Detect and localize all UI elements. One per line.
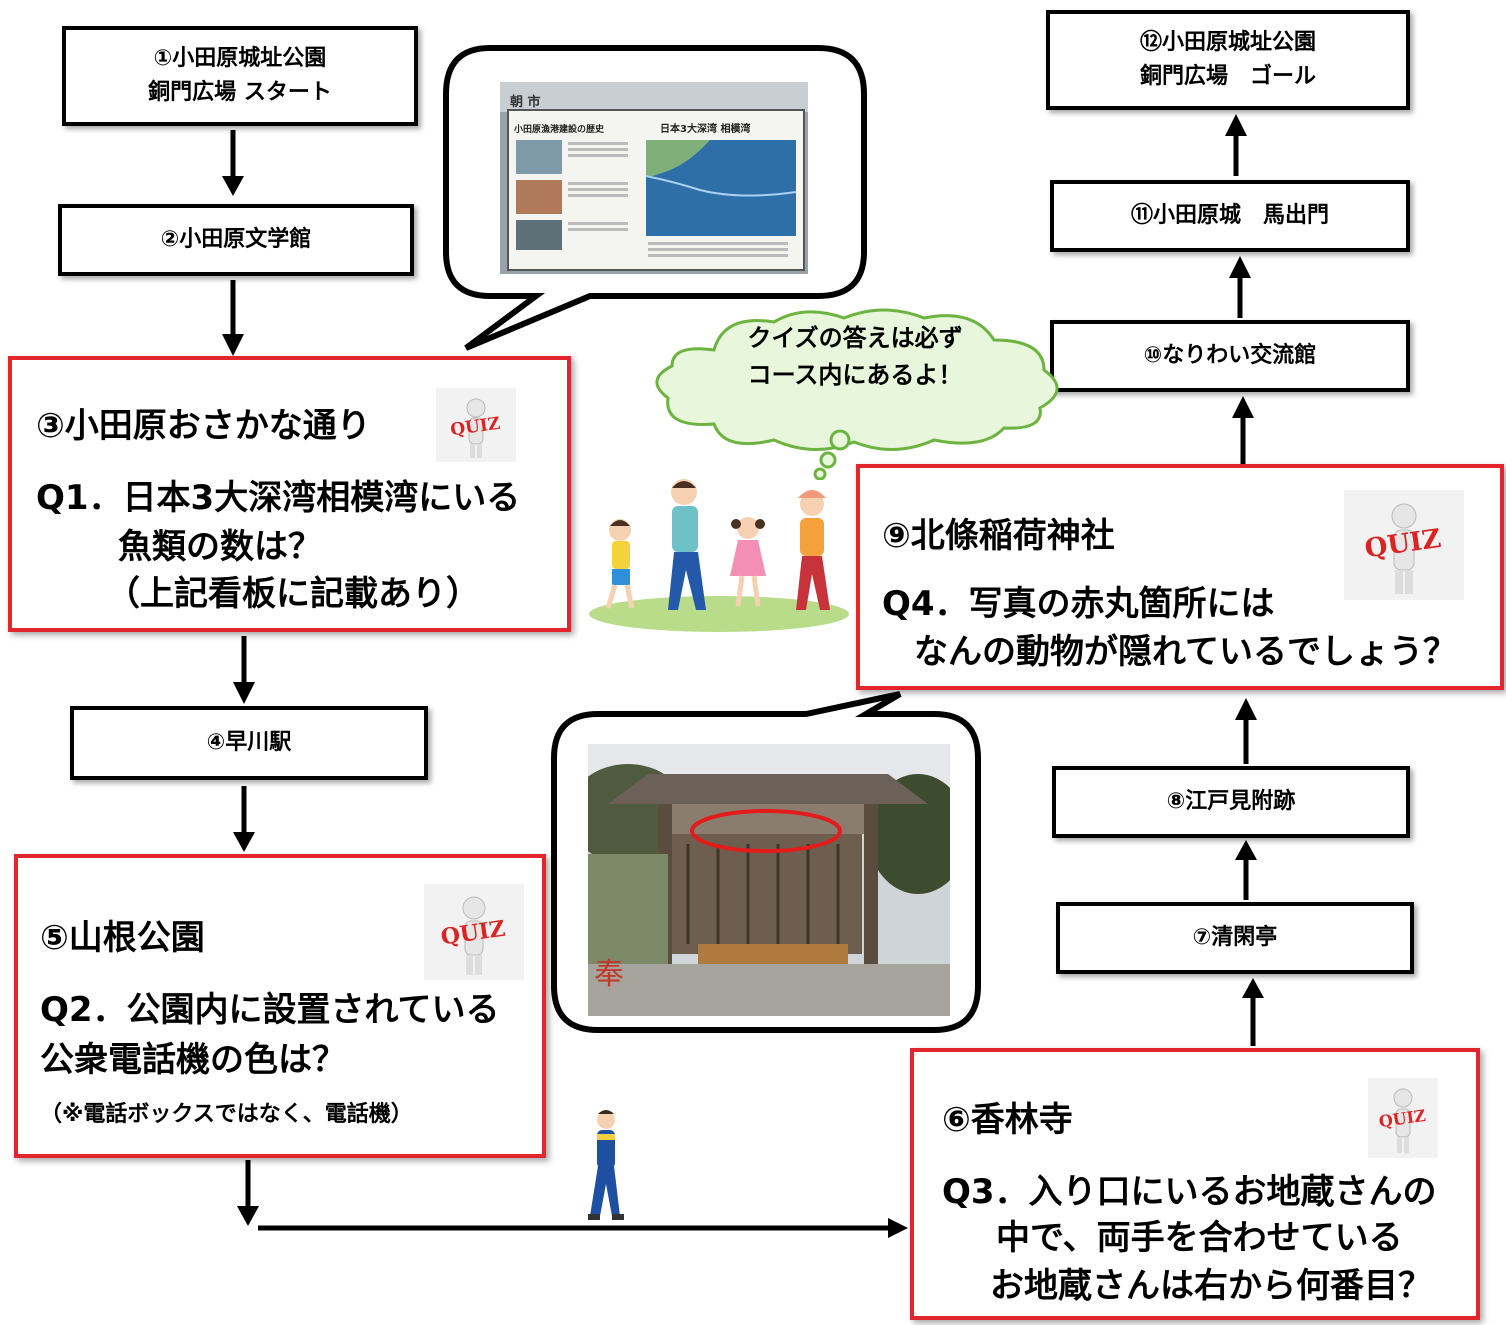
sign-top-text: 朝 市: [510, 94, 541, 110]
start-box: ①小田原城址公園 銅門広場 スタート: [62, 26, 418, 126]
hojo-title: ⑨北條稲荷神社: [882, 516, 1115, 556]
umadashi-box: ⑪小田原城 馬出門: [1050, 180, 1410, 252]
osakana-quiz-box: ③小田原おさかな通り Q1．日本3大深湾相模湾にいる 魚類の数は？ （上記看板に…: [8, 356, 571, 632]
walking-person-illustration: [588, 1110, 624, 1220]
hojo-q-line2: なんの動物が隠れているでしょう？: [914, 632, 1457, 672]
start-line1: ①小田原城址公園: [153, 45, 327, 71]
osakana-title: ③小田原おさかな通り: [36, 406, 371, 446]
start-line2: 銅門広場 スタート: [148, 80, 332, 105]
hojo-quiz-box: ⑨北條稲荷神社 Q4．写真の赤丸箇所には なんの動物が隠れているでしょう？ QU…: [856, 464, 1504, 690]
sign-left-title: 小田原漁港建設の歴史: [513, 123, 605, 135]
yamane-title: ⑤山根公園: [40, 918, 205, 958]
fishing-port-sign-photo: 朝 市 小田原漁港建設の歴史 日本3大深湾 相模湾: [500, 82, 808, 274]
korinji-q-line2: 中で、両手を合わせている: [996, 1218, 1403, 1258]
yamane-q-line2: 公衆電話機の色は？: [40, 1040, 346, 1080]
edomitsuke-box: ⑧江戸見附跡: [1052, 766, 1410, 838]
goal-line2: 銅門広場 ゴール: [1139, 64, 1316, 89]
quiz-person-icon: QUIZ: [424, 884, 524, 980]
hayakawa-box: ④早川駅: [70, 706, 428, 780]
quiz-person-icon: QUIZ: [1344, 490, 1464, 600]
osakana-q-line3: （上記看板に記載あり）: [106, 574, 480, 614]
yamane-quiz-box: ⑤山根公園 Q2．公園内に設置されている 公衆電話機の色は？ （※電話ボックスで…: [14, 854, 546, 1158]
korinji-title: ⑥香林寺: [942, 1100, 1073, 1140]
seikantei-label: ⑦清閑亭: [1192, 924, 1278, 950]
bungakukan-box: ②小田原文学館: [58, 204, 414, 276]
red-circle-marker: [690, 809, 842, 853]
korinji-q-line1: Q3．入り口にいるお地蔵さんの: [942, 1172, 1437, 1212]
nariwai-box: ⑩なりわい交流館: [1050, 320, 1410, 392]
hayakawa-label: ④早川駅: [206, 729, 292, 755]
seikantei-box: ⑦清閑亭: [1056, 902, 1414, 974]
shrine-kanji: 奉: [594, 957, 624, 992]
sign-right-title: 日本3大深湾 相模湾: [660, 122, 750, 135]
goal-line1: ⑫小田原城址公園: [1139, 29, 1316, 55]
quiz-person-icon: QUIZ: [1368, 1078, 1438, 1158]
family-walking-illustration: [589, 479, 849, 632]
bungakukan-label: ②小田原文学館: [160, 226, 312, 252]
hint-thought-cloud: [655, 308, 1059, 480]
osakana-q-line1: Q1．日本3大深湾相模湾にいる: [36, 478, 521, 518]
hojo-q-line1: Q4．写真の赤丸箇所には: [882, 584, 1275, 624]
umadashi-label: ⑪小田原城 馬出門: [1130, 202, 1329, 228]
hint-text: クイズの答えは必ず コース内にあるよ！: [700, 320, 1010, 394]
edomitsuke-label: ⑧江戸見附跡: [1166, 788, 1296, 814]
nariwai-label: ⑩なりわい交流館: [1143, 342, 1317, 368]
yamane-note: （※電話ボックスではなく、電話機）: [40, 1102, 413, 1127]
korinji-quiz-box: ⑥香林寺 Q3．入り口にいるお地蔵さんの 中で、両手を合わせている お地蔵さんは…: [910, 1048, 1480, 1320]
hint-line1: クイズの答えは必ず: [747, 324, 963, 352]
hint-line2: コース内にあるよ！: [747, 361, 963, 390]
shrine-photo: 奉: [588, 744, 950, 1016]
korinji-q-line3: お地蔵さんは右から何番目？: [990, 1266, 1432, 1306]
osakana-q-line2: 魚類の数は？: [118, 527, 322, 567]
goal-box: ⑫小田原城址公園 銅門広場 ゴール: [1046, 10, 1410, 110]
quiz-person-icon: QUIZ: [436, 388, 516, 462]
yamane-q-line1: Q2．公園内に設置されている: [40, 990, 500, 1030]
